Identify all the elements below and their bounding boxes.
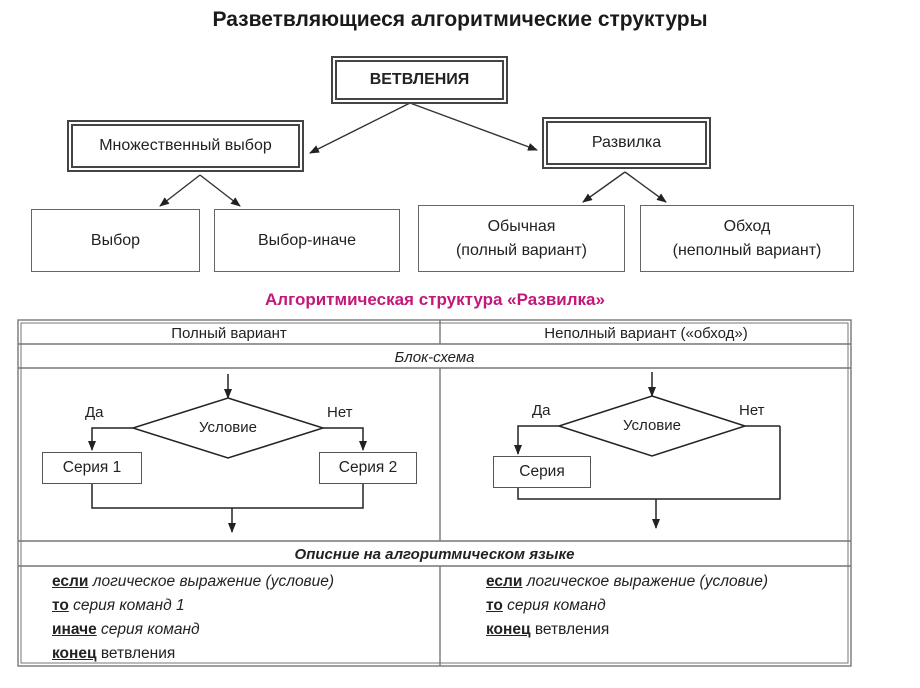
flow-partial — [514, 372, 781, 529]
partial-condition-label: Условие — [623, 417, 681, 434]
partial-series-box: Серия — [493, 456, 591, 488]
end-keyword: конец — [486, 621, 531, 638]
code-full-else-line: иначе серия команд — [52, 618, 334, 642]
full-series2-label: Серия 2 — [338, 459, 398, 476]
if-condition-text: логическое выражение (условие) — [522, 573, 769, 590]
then-keyword: то — [486, 597, 503, 614]
branching-root-label: ВЕТВЛЕНИЯ — [369, 71, 470, 89]
choice-else-box: Выбор-иначе — [214, 209, 400, 272]
bypass-line2: (неполный вариант) — [672, 241, 822, 259]
end-text: ветвления — [530, 621, 610, 638]
partial-no-label: Нет — [739, 402, 765, 419]
code-full-end-line: конец ветвления — [52, 642, 334, 666]
flow-full — [88, 374, 367, 533]
then-keyword: то — [52, 597, 69, 614]
full-variant-header: Полный вариант — [171, 324, 287, 342]
normal-fork-box: Обычная (полный вариант) — [418, 205, 625, 272]
normal-fork-line1: Обычная — [487, 218, 556, 236]
code-partial-end-line: конец ветвления — [486, 618, 768, 642]
then-series-text: серия команд — [502, 597, 606, 614]
else-keyword: иначе — [52, 621, 97, 638]
full-series2-box: Серия 2 — [319, 452, 417, 484]
fork-structure-subtitle: Алгоритмическая структура «Развилка» — [265, 290, 605, 309]
branching-root-box: ВЕТВЛЕНИЯ — [331, 56, 508, 104]
partial-yes-label: Да — [532, 402, 551, 419]
page-title: Разветвляющиеся алгоритмические структур… — [212, 8, 708, 31]
partial-series-label: Серия — [519, 463, 565, 480]
choice-box: Выбор — [31, 209, 200, 272]
end-text: ветвления — [96, 645, 176, 662]
code-full: если логическое выражение (условие) то с… — [52, 570, 334, 666]
else-series-text: серия команд — [96, 621, 200, 638]
bypass-box: Обход (неполный вариант) — [640, 205, 854, 272]
table-frame — [17, 319, 852, 667]
if-keyword: если — [52, 573, 89, 590]
code-partial-if-line: если логическое выражение (условие) — [486, 570, 768, 594]
end-keyword: конец — [52, 645, 97, 662]
full-no-label: Нет — [327, 404, 353, 421]
code-full-then-line: то серия команд 1 — [52, 594, 334, 618]
flowchart-header: Блок-схема — [394, 348, 475, 366]
tree-connectors — [159, 102, 667, 207]
multiple-choice-box: Множественный выбор — [67, 120, 304, 172]
multiple-choice-label: Множественный выбор — [99, 137, 272, 155]
code-partial-then-line: то серия команд — [486, 594, 768, 618]
if-keyword: если — [486, 573, 523, 590]
choice-else-label: Выбор-иначе — [257, 231, 356, 249]
full-yes-label: Да — [85, 404, 104, 421]
partial-variant-header: Неполный вариант («обход») — [544, 324, 748, 342]
choice-label: Выбор — [90, 231, 141, 249]
code-full-if-line: если логическое выражение (условие) — [52, 570, 334, 594]
full-condition-label: Условие — [199, 419, 257, 436]
normal-fork-line2: (полный вариант) — [455, 241, 588, 259]
full-series1-label: Серия 1 — [62, 459, 122, 476]
if-condition-text: логическое выражение (условие) — [88, 573, 335, 590]
code-partial: если логическое выражение (условие) то с… — [486, 570, 768, 642]
description-header: Опиcние на алгоритмическом языке — [294, 546, 575, 563]
then-series-text: серия команд 1 — [68, 597, 185, 614]
fork-box: Развилка — [542, 117, 711, 169]
bypass-line1: Обход — [723, 218, 771, 236]
fork-label: Развилка — [591, 134, 662, 152]
full-series1-box: Серия 1 — [42, 452, 142, 484]
